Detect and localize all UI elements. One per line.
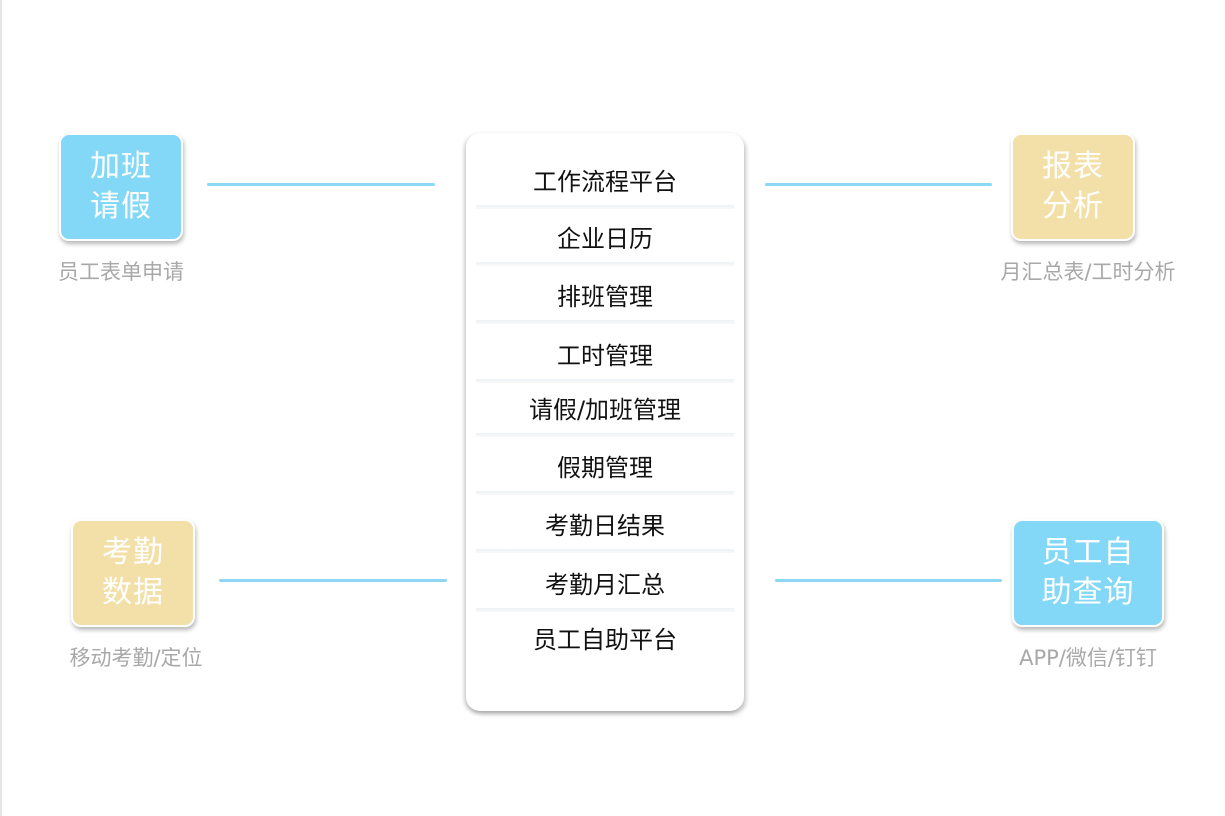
menu-item-label: 员工自助平台: [533, 626, 677, 654]
menu-item-employee-self-service-platform[interactable]: 员工自助平台: [474, 623, 736, 657]
tile-line-2: 助查询: [1041, 575, 1135, 610]
menu-item-label: 考勤月汇总: [545, 571, 665, 599]
menu-item-divider: [476, 262, 734, 266]
connector-left-top: [207, 183, 435, 186]
menu-item-label: 排班管理: [557, 283, 653, 311]
menu-item-label: 工时管理: [557, 342, 653, 370]
connector-right-top: [765, 183, 992, 186]
menu-item-label: 假期管理: [557, 454, 653, 482]
menu-item-label: 工作流程平台: [533, 168, 677, 196]
tile-line-1: 报表: [1042, 149, 1104, 184]
employee-self-service-caption: APP/微信/钉钉: [1019, 646, 1157, 670]
menu-item-monthly-attendance-summary[interactable]: 考勤月汇总: [474, 568, 736, 612]
report-analysis-caption: 月汇总表/工时分析: [1000, 260, 1176, 284]
tile-line-1: 员工自: [1041, 535, 1135, 570]
menu-item-divider: [476, 549, 734, 553]
menu-item-divider: [476, 205, 734, 209]
menu-item-divider: [476, 491, 734, 495]
attendance-data-caption: 移动考勤/定位: [69, 646, 203, 670]
page-left-border: [0, 0, 2, 816]
menu-item-divider: [476, 320, 734, 324]
report-analysis-tile[interactable]: 报表 分析: [1011, 133, 1135, 241]
menu-item-label: 企业日历: [557, 225, 653, 253]
menu-item-daily-attendance-result[interactable]: 考勤日结果: [474, 509, 736, 553]
employee-self-service-tile[interactable]: 员工自 助查询: [1012, 519, 1164, 627]
menu-item-label: 考勤日结果: [545, 512, 665, 540]
menu-item-shift-management[interactable]: 排班管理: [474, 280, 736, 324]
connector-right-bottom: [775, 579, 1002, 582]
menu-item-workflow-platform[interactable]: 工作流程平台: [474, 165, 736, 209]
tile-line-1: 考勤: [102, 535, 164, 570]
connector-left-bottom: [219, 579, 447, 582]
menu-item-enterprise-calendar[interactable]: 企业日历: [474, 222, 736, 266]
menu-item-hours-management[interactable]: 工时管理: [474, 339, 736, 383]
overtime-leave-tile[interactable]: 加班 请假: [59, 133, 183, 241]
tile-line-2: 数据: [102, 575, 164, 610]
menu-item-label: 请假/加班管理: [528, 396, 682, 424]
tile-line-2: 请假: [90, 189, 152, 224]
overtime-leave-caption: 员工表单申请: [58, 260, 184, 284]
tile-line-2: 分析: [1042, 189, 1104, 224]
attendance-data-tile[interactable]: 考勤 数据: [71, 519, 195, 627]
menu-item-divider: [476, 379, 734, 383]
menu-item-divider: [476, 608, 734, 612]
tile-line-1: 加班: [90, 149, 152, 184]
function-menu-panel: 工作流程平台 企业日历 排班管理 工时管理 请假/加班管理 假期管理 考勤日结果…: [466, 133, 744, 711]
menu-item-leave-overtime-management[interactable]: 请假/加班管理: [474, 393, 736, 437]
menu-item-holiday-management[interactable]: 假期管理: [474, 451, 736, 495]
menu-item-divider: [476, 433, 734, 437]
